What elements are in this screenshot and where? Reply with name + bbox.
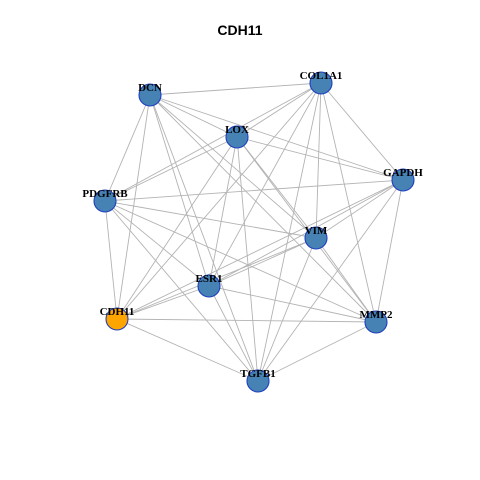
node-label-cdh11: CDH11 — [100, 306, 135, 318]
edge-vim-tgfb1 — [257, 237, 317, 382]
edge-col1a1-cdh11 — [116, 82, 322, 320]
edge-vim-esr1 — [208, 237, 317, 287]
edge-cdh11-mmp2 — [116, 318, 377, 323]
node-tgfb1: TGFB1 — [240, 368, 276, 393]
node-label-dcn: DCN — [138, 82, 162, 94]
node-dcn: DCN — [138, 82, 162, 107]
node-circle-pdgfrb — [93, 189, 117, 213]
node-esr1: ESR1 — [196, 273, 223, 298]
edge-dcn-tgfb1 — [149, 94, 259, 382]
node-label-mmp2: MMP2 — [360, 309, 393, 321]
edge-gapdh-cdh11 — [116, 179, 404, 320]
node-label-lox: LOX — [225, 124, 249, 136]
edge-lox-cdh11 — [116, 136, 238, 320]
node-circle-gapdh — [391, 168, 415, 192]
edge-mmp2-tgfb1 — [257, 321, 377, 382]
node-circle-cdh11 — [105, 307, 129, 331]
edge-dcn-mmp2 — [149, 94, 377, 323]
node-circle-mmp2 — [364, 310, 388, 334]
edge-gapdh-tgfb1 — [257, 179, 404, 382]
node-vim: VIM — [304, 225, 328, 250]
edge-col1a1-vim — [315, 82, 322, 239]
node-label-col1a1: COL1A1 — [300, 70, 343, 82]
edge-gapdh-pdgfrb — [104, 179, 404, 202]
edge-pdgfrb-tgfb1 — [104, 200, 259, 382]
edge-pdgfrb-vim — [104, 200, 317, 239]
node-col1a1: COL1A1 — [300, 70, 343, 95]
diagram-title: CDH11 — [217, 22, 263, 38]
node-label-pdgfrb: PDGFRB — [82, 188, 128, 200]
edge-pdgfrb-esr1 — [104, 200, 210, 287]
edge-lox-tgfb1 — [236, 136, 259, 382]
edge-esr1-tgfb1 — [208, 285, 259, 382]
node-circle-tgfb1 — [246, 369, 270, 393]
node-circle-esr1 — [197, 274, 221, 298]
edge-dcn-pdgfrb — [104, 94, 151, 202]
edge-dcn-lox — [149, 94, 238, 138]
edge-dcn-cdh11 — [116, 94, 151, 320]
edge-esr1-mmp2 — [208, 285, 377, 323]
edge-pdgfrb-cdh11 — [104, 200, 118, 320]
node-cdh11: CDH11 — [100, 306, 135, 331]
node-label-esr1: ESR1 — [196, 273, 223, 285]
edge-col1a1-gapdh — [320, 82, 404, 181]
node-gapdh: GAPDH — [383, 167, 423, 192]
node-mmp2: MMP2 — [360, 309, 393, 334]
edge-vim-mmp2 — [315, 237, 377, 323]
node-circle-vim — [304, 226, 328, 250]
edge-col1a1-tgfb1 — [257, 82, 322, 382]
node-pdgfrb: PDGFRB — [82, 188, 128, 213]
edge-gapdh-mmp2 — [375, 179, 404, 323]
edge-lox-pdgfrb — [104, 136, 238, 202]
node-label-tgfb1: TGFB1 — [240, 368, 275, 380]
edge-dcn-vim — [149, 94, 317, 239]
node-label-vim: VIM — [305, 225, 328, 237]
edge-dcn-col1a1 — [149, 82, 322, 96]
edge-gapdh-vim — [315, 179, 404, 239]
edge-dcn-gapdh — [149, 94, 404, 181]
edge-col1a1-esr1 — [208, 82, 322, 287]
edge-dcn-esr1 — [149, 94, 210, 287]
edge-lox-gapdh — [236, 136, 404, 181]
edge-layer — [104, 82, 404, 382]
node-circle-lox — [225, 125, 249, 149]
node-circle-dcn — [138, 83, 162, 107]
edge-lox-esr1 — [208, 136, 238, 287]
edge-cdh11-tgfb1 — [116, 318, 259, 382]
edge-pdgfrb-mmp2 — [104, 200, 377, 323]
edge-esr1-cdh11 — [116, 285, 210, 320]
edge-lox-mmp2 — [236, 136, 377, 323]
edge-col1a1-lox — [236, 82, 322, 138]
edge-col1a1-pdgfrb — [104, 82, 322, 202]
node-lox: LOX — [225, 124, 249, 149]
edge-col1a1-mmp2 — [320, 82, 377, 323]
node-label-gapdh: GAPDH — [383, 167, 423, 179]
node-circle-col1a1 — [309, 71, 333, 95]
